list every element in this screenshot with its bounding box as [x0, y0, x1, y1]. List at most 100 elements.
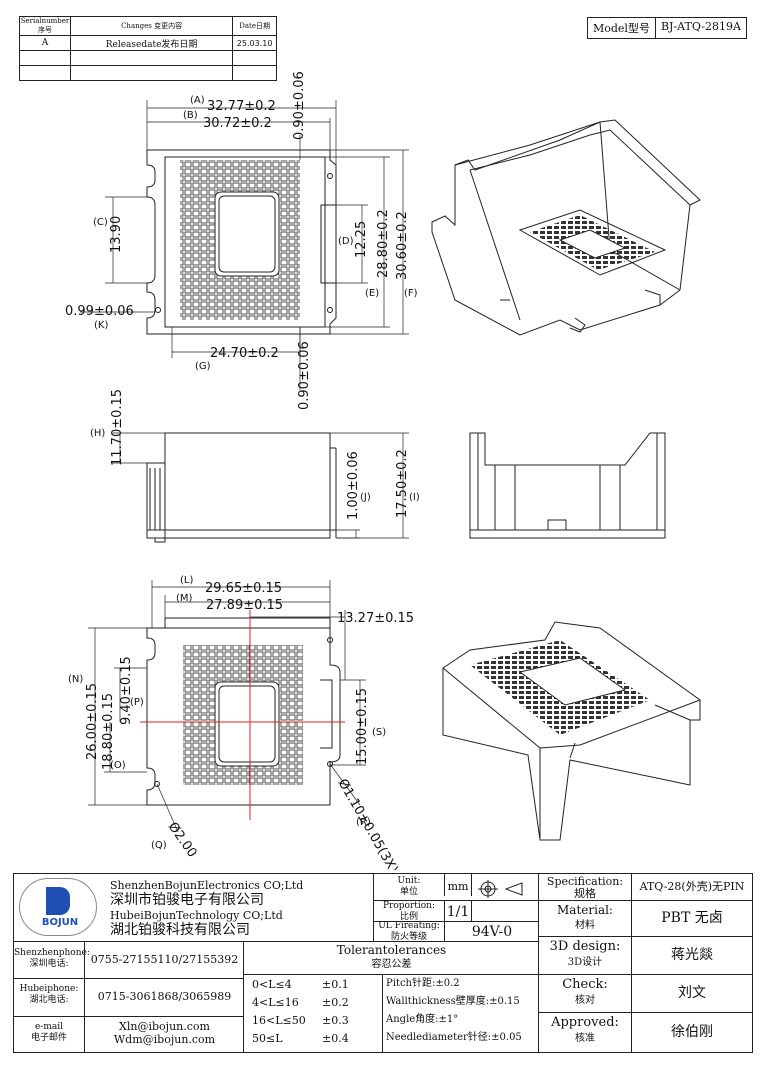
- bottom-view-centerlines: [140, 610, 345, 820]
- hb-phone-label: Hubeiphone:湖北电话:: [19, 984, 79, 1005]
- dim-e: 28.80±0.2: [376, 209, 391, 278]
- sz-phone-label: Shenzhenphone:深圳电话:: [14, 948, 90, 969]
- dim-n: 26.00±0.15: [85, 683, 100, 760]
- company-en-1: ShenzhenBojunElectronics CO;Ltd: [110, 879, 304, 892]
- dim-c: 13.90: [109, 216, 124, 253]
- tol-range-3: 50≤L: [252, 1032, 283, 1045]
- dim-q: Ø2.00: [165, 820, 200, 861]
- approved-label: Approved:核准: [551, 1015, 619, 1044]
- bottom-view: [146, 617, 341, 806]
- revision-table: Serialnumber序号 Changes 变更内容 Date日期 A Rel…: [19, 16, 277, 81]
- unit-box: Unit:单位 mm Proportion:比例 1/1 UL Fireatin…: [374, 874, 539, 942]
- check-value: 刘文: [631, 974, 752, 1012]
- spec-value: ATQ-28(外壳)无PIN: [631, 874, 752, 900]
- tol-range-1: 4<L≤16: [252, 996, 299, 1009]
- rev-cell: [69, 65, 234, 81]
- logo-mark: [46, 887, 70, 915]
- dim-label-o: (O): [110, 760, 126, 771]
- side-view-right: [469, 432, 666, 539]
- dim-right: 13.27±0.15: [337, 611, 414, 626]
- company-box: BOJUN ShenzhenBojunElectronics CO;Ltd 深圳…: [14, 874, 374, 942]
- ul-value: 94V-0: [444, 921, 539, 941]
- tol-value-0: ±0.1: [322, 978, 349, 991]
- dim-label-c: (C): [93, 217, 108, 228]
- dim-label-b: (B): [183, 110, 198, 121]
- top-view: [146, 149, 337, 335]
- side-view: [146, 432, 337, 543]
- iso-view-top: [431, 119, 701, 336]
- bottom-view-dims: [88, 580, 366, 833]
- wall-tol: Wallthickness壁厚度:±0.15: [386, 996, 520, 1007]
- email-1: Xln@ibojun.com: [119, 1020, 210, 1033]
- dim-label-f: (F): [404, 288, 418, 299]
- proportion-value: 1/1: [444, 901, 472, 921]
- model-label: Model型号: [593, 22, 650, 35]
- approved-value: 徐伯刚: [631, 1012, 752, 1052]
- dim-b: 30.72±0.2: [203, 116, 272, 131]
- iso-view-bottom: [442, 621, 701, 841]
- material-label: Material:材料: [557, 903, 613, 931]
- contact-box: Shenzhenphone:深圳电话: 0755-27155110/271553…: [14, 942, 244, 1052]
- company-cn-1: 深圳市铂骏电子有限公司: [110, 892, 264, 908]
- design-label: 3D design:3D设计: [549, 939, 621, 968]
- dim-label-s: (S): [372, 727, 386, 738]
- dim-k: 0.99±0.06: [65, 304, 134, 319]
- tol-value-3: ±0.4: [322, 1032, 349, 1045]
- model-box: Model型号 BJ-ATQ-2819A: [587, 17, 747, 39]
- top-view-dims: [80, 100, 409, 390]
- dim-label-n: (N): [68, 674, 83, 685]
- dim-label-p: (P): [130, 697, 144, 708]
- angle-tol: Angle角度:±1°: [386, 1014, 459, 1025]
- dim-f: 30.60±0.2: [395, 211, 410, 280]
- dim-j: 1.00±0.06: [346, 451, 361, 520]
- dim-i: 17.50±0.2: [395, 449, 410, 518]
- dim-label-j: (J): [360, 492, 371, 503]
- technical-drawing: (A) 32.77±0.2 (B) 30.72±0.2 0.90±0.06 (C…: [65, 71, 701, 870]
- dim-label-a: (A): [190, 95, 205, 106]
- dim-g: 24.70±0.2: [210, 346, 279, 361]
- dim-h: 11.70±0.15: [110, 389, 125, 466]
- dim-label-m: (M): [176, 593, 193, 604]
- dim-m: 27.89±0.15: [206, 598, 283, 613]
- dim-p: 9.40±0.15: [119, 656, 134, 725]
- side-view-dims: [112, 432, 409, 539]
- dim-label-d: (D): [338, 236, 354, 247]
- logo: BOJUN: [19, 878, 97, 936]
- material-value: PBT 无卤: [631, 900, 752, 936]
- sz-phone-value: 0755-27155110/27155392: [84, 942, 244, 978]
- dim-l: 29.65±0.15: [205, 581, 282, 596]
- rev-cell: [232, 65, 277, 81]
- dim-label-k: (K): [94, 320, 108, 331]
- company-en-2: HubeiBojunTechnology CO;Ltd: [110, 909, 283, 922]
- dim-label-e: (E): [365, 288, 379, 299]
- unit-label: Unit:单位: [397, 876, 421, 897]
- title-block: BOJUN ShenzhenBojunElectronics CO;Ltd 深圳…: [13, 873, 753, 1053]
- check-label: Check:核对: [562, 977, 608, 1006]
- hb-phone-value: 0715-3061868/3065989: [84, 978, 244, 1016]
- ul-label: UL Fireating:防火等级: [378, 921, 440, 942]
- pitch-tol: Pitch针距:±0.2: [386, 978, 460, 989]
- company-cn-2: 湖北铂骏科技有限公司: [110, 922, 250, 938]
- tol-value-1: ±0.2: [322, 996, 349, 1009]
- dim-s: 15.00±0.15: [355, 688, 370, 765]
- tol-range-2: 16<L≤50: [252, 1014, 306, 1027]
- email-2: Wdm@ibojun.com: [113, 1033, 216, 1046]
- dim-label-l: (L): [180, 575, 193, 586]
- logo-text: BOJUN: [41, 917, 79, 928]
- dim-label-r: (R): [356, 817, 371, 828]
- proportion-label: Proportion:比例: [382, 901, 435, 922]
- spec-column: Specification:规格 ATQ-28(外壳)无PIN Material…: [539, 874, 752, 1052]
- projection-symbol-icon: [478, 880, 523, 898]
- dim-a: 32.77±0.2: [207, 99, 276, 114]
- dim-label-i: (I): [409, 492, 420, 503]
- needle-tol: Needlediameter针径:±0.05: [386, 1032, 522, 1043]
- model-value: BJ-ATQ-2819A: [654, 18, 746, 38]
- tol-value-2: ±0.3: [322, 1014, 349, 1027]
- unit-value: mm: [444, 874, 472, 896]
- dim-label-g: (G): [195, 361, 211, 372]
- dim-label-h: (H): [90, 428, 105, 439]
